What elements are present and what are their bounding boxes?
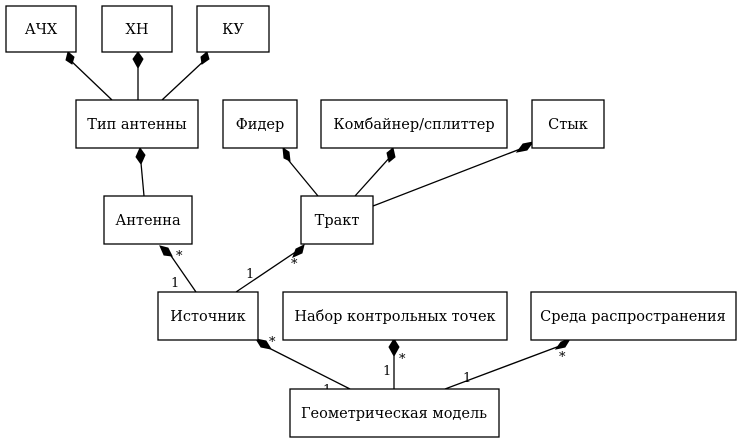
node-path: Тракт — [300, 195, 374, 245]
node-combiner: Комбайнер/сплиттер — [320, 99, 508, 149]
node-label-combiner: Комбайнер/сплиттер — [333, 117, 494, 133]
composition-diamond-source — [254, 338, 273, 350]
multiplicity-control-points-star: * — [399, 352, 406, 367]
edge-achx-antenna-type — [67, 57, 113, 101]
edge-joint-path — [372, 145, 529, 207]
node-label-ku: КУ — [222, 22, 244, 38]
node-label-feeder: Фидер — [236, 117, 285, 133]
node-joint: Стык — [531, 99, 605, 149]
node-label-xn: ХН — [126, 22, 149, 38]
composition-diamond-control-points — [388, 338, 400, 358]
node-label-medium: Среда распространения — [540, 309, 726, 325]
composition-diamond-path — [292, 244, 305, 258]
multiplicity-path-star: * — [291, 257, 298, 272]
edge-path-source — [235, 248, 301, 293]
composition-diamond-antenna — [159, 245, 173, 257]
node-label-source: Источник — [170, 309, 246, 325]
multiplicity-antenna-star: * — [176, 249, 183, 264]
node-label-achx: АЧХ — [25, 22, 58, 38]
node-label-control-points: Набор контрольных точек — [294, 309, 495, 325]
node-label-antenna: Антенна — [115, 213, 181, 229]
node-label-joint: Стык — [548, 117, 588, 133]
composition-diamond-feeder — [282, 146, 291, 162]
node-xn: ХН — [101, 5, 173, 53]
composition-diamond-achx — [65, 51, 75, 65]
node-antenna-type: Тип антенны — [75, 99, 199, 149]
node-source: Источник — [157, 291, 259, 341]
composition-diamond-combiner — [386, 147, 396, 163]
composition-diamond-joint — [515, 141, 535, 153]
diamonds — [65, 51, 572, 358]
multiplicity-medium-one: 1 — [463, 371, 471, 386]
node-label-path: Тракт — [315, 213, 360, 229]
multiplicity-source-star: * — [269, 335, 276, 350]
composition-diamond-medium — [554, 338, 572, 350]
node-medium: Среда распространения — [530, 291, 737, 341]
node-ku: КУ — [196, 5, 270, 53]
edge-antenna-source — [166, 249, 197, 293]
node-label-antenna-type: Тип антенны — [87, 117, 187, 133]
edge-medium-geo-model — [444, 343, 566, 390]
node-label-geo-model: Геометрическая модель — [301, 406, 487, 422]
edge-source-geo-model — [260, 343, 351, 390]
multiplicity-antenna-one: 1 — [171, 276, 179, 291]
multiplicity-medium-star: * — [559, 350, 566, 365]
edge-feeder-path — [284, 155, 319, 197]
edge-combiner-path — [354, 155, 392, 197]
multiplicity-path-one: 1 — [246, 267, 254, 282]
node-antenna: Антенна — [103, 195, 193, 245]
edge-ku-antenna-type — [161, 57, 208, 101]
composition-diamond-xn — [132, 51, 144, 70]
node-control-points: Набор контрольных точек — [282, 291, 508, 341]
node-feeder: Фидер — [222, 99, 298, 149]
multiplicity-control-points-one: 1 — [383, 364, 391, 379]
composition-diamond-ku — [200, 51, 210, 65]
node-geo-model: Геометрическая модель — [289, 388, 500, 438]
composition-diamond-antenna-type — [135, 146, 146, 166]
node-achx: АЧХ — [5, 5, 77, 53]
